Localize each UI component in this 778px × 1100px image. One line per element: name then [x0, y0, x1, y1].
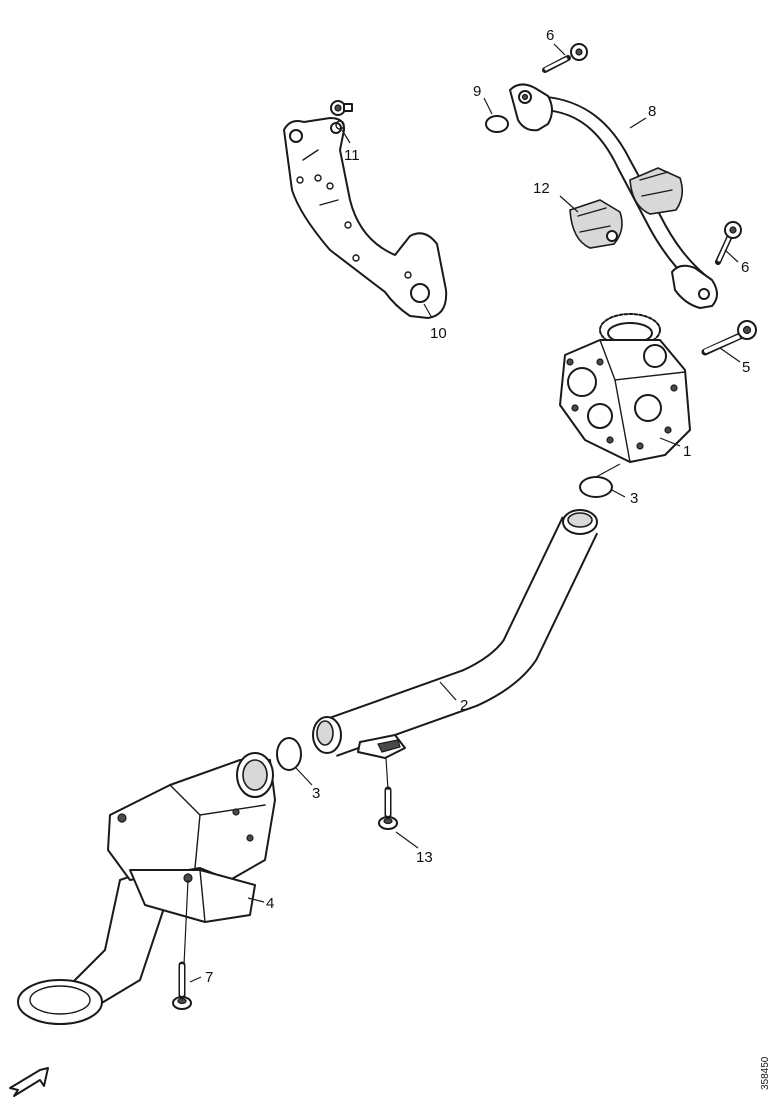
o-ring-part-3-lower	[276, 737, 302, 771]
clamp-part-12	[569, 199, 623, 249]
bolt-part-6-lower	[715, 221, 742, 265]
callout-8: 8	[648, 103, 656, 120]
o-ring-part-3-upper	[579, 476, 613, 498]
callout-4: 4	[266, 895, 274, 912]
oil-pump-part-1	[559, 313, 691, 463]
reference-number: 358450	[760, 1056, 771, 1090]
callout-10: 10	[430, 325, 447, 342]
callout-6-lower: 6	[741, 259, 749, 276]
screw-part-11	[330, 100, 353, 130]
callout-5: 5	[742, 359, 750, 376]
oil-pipe-part-8	[509, 83, 718, 309]
callout-9: 9	[473, 83, 481, 100]
oil-strainer-part-4	[17, 752, 276, 1025]
bolt-part-5	[701, 320, 757, 356]
callout-2: 2	[460, 697, 468, 714]
callout-3-lower: 3	[312, 785, 320, 802]
bolt-part-6-upper	[542, 43, 588, 73]
direction-arrow-icon	[9, 1067, 49, 1097]
callout-6-upper: 6	[546, 27, 554, 44]
bolt-part-7	[172, 961, 192, 1010]
suction-pipe-part-2	[312, 509, 599, 759]
bracket-part-10	[283, 117, 448, 319]
o-ring-part-9	[485, 115, 509, 133]
callout-12: 12	[533, 180, 550, 197]
callout-3-upper: 3	[630, 490, 638, 507]
callout-13: 13	[416, 849, 433, 866]
callout-11: 11	[344, 147, 360, 164]
leader-lines	[183, 43, 741, 983]
bolt-part-13	[378, 786, 398, 830]
callout-7: 7	[205, 969, 213, 986]
callout-1: 1	[683, 443, 691, 460]
